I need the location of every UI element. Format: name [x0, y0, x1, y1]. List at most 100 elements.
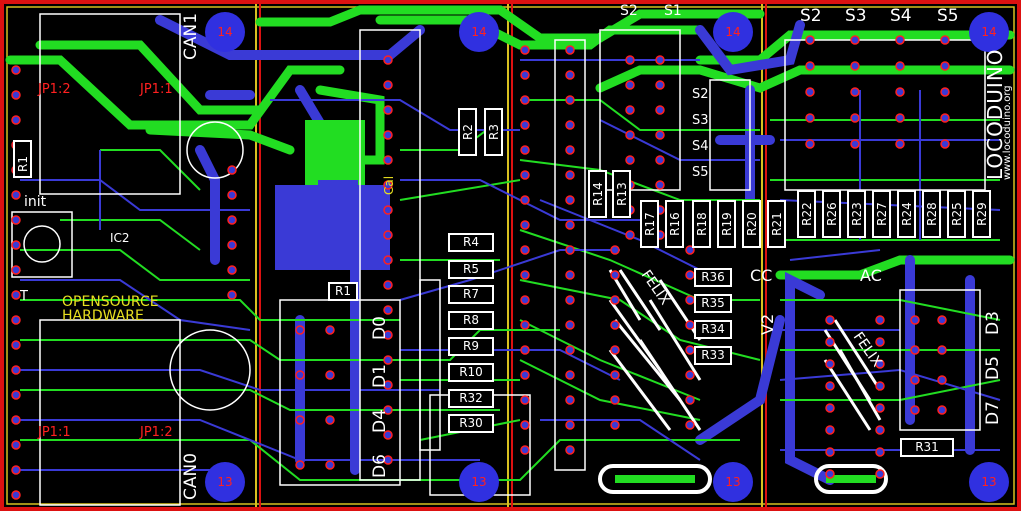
pad — [383, 355, 393, 365]
pad — [11, 465, 21, 475]
pad — [383, 80, 393, 90]
pad — [805, 61, 815, 71]
pad — [895, 113, 905, 123]
pad — [685, 420, 695, 430]
sensor-label-side: S3 — [692, 113, 709, 128]
resistor-vertical: R13 — [612, 170, 631, 218]
mount-hole: 14 — [969, 12, 1009, 52]
resistor: R1 — [328, 282, 358, 301]
pad — [625, 80, 635, 90]
pad — [625, 230, 635, 240]
pad — [685, 270, 695, 280]
pad — [610, 420, 620, 430]
pad — [625, 155, 635, 165]
jumper-label: JP1:2 — [140, 425, 173, 440]
pad — [383, 455, 393, 465]
sensor-label-top: S5 — [937, 6, 959, 26]
pad — [520, 95, 530, 105]
pad — [11, 315, 21, 325]
pad — [875, 315, 885, 325]
pad — [565, 70, 575, 80]
resistor-vertical: R23 — [847, 190, 866, 238]
sensor-label-top: S3 — [845, 6, 867, 26]
pad — [655, 80, 665, 90]
resistor: R9 — [448, 337, 494, 356]
pad — [655, 155, 665, 165]
resistor: R35 — [694, 294, 732, 313]
pad — [850, 87, 860, 97]
pad — [11, 215, 21, 225]
pad — [383, 405, 393, 415]
d1-label: D1 — [370, 364, 390, 388]
resistor-vertical: R24 — [897, 190, 916, 238]
pad — [655, 55, 665, 65]
resistor-vertical: R29 — [972, 190, 991, 238]
pad — [565, 170, 575, 180]
pad — [565, 445, 575, 455]
pad — [325, 460, 335, 470]
pad — [11, 65, 21, 75]
resistor: R33 — [694, 346, 732, 365]
cc-label: CC — [750, 266, 773, 285]
sensor-label-top: S4 — [890, 6, 912, 26]
pad — [227, 165, 237, 175]
sensor-label-side: S4 — [692, 139, 709, 154]
pad — [11, 90, 21, 100]
pad — [227, 190, 237, 200]
pad — [940, 113, 950, 123]
pad — [565, 95, 575, 105]
pad — [383, 430, 393, 440]
pad — [565, 195, 575, 205]
pad — [227, 215, 237, 225]
pad — [383, 330, 393, 340]
resistor: R34 — [694, 320, 732, 339]
pad — [520, 120, 530, 130]
pad — [875, 469, 885, 479]
pad — [520, 345, 530, 355]
pad — [825, 469, 835, 479]
pad — [383, 305, 393, 315]
mount-hole: 14 — [205, 12, 245, 52]
pad — [227, 240, 237, 250]
resistor: R30 — [448, 414, 494, 433]
pad — [850, 35, 860, 45]
resistor-vertical: R1 — [13, 140, 32, 178]
resistor: R4 — [448, 233, 494, 252]
resistor-vertical: R16 — [665, 200, 684, 248]
d3-label: D3 — [983, 311, 1003, 335]
pad — [895, 35, 905, 45]
pad — [685, 320, 695, 330]
pad — [383, 380, 393, 390]
pad — [850, 113, 860, 123]
pad — [625, 130, 635, 140]
pad — [11, 340, 21, 350]
pad — [11, 390, 21, 400]
pad — [805, 35, 815, 45]
pad — [875, 403, 885, 413]
pad — [805, 113, 815, 123]
pad — [610, 320, 620, 330]
pad — [295, 460, 305, 470]
pad — [565, 245, 575, 255]
pad — [875, 447, 885, 457]
pad — [940, 139, 950, 149]
silk-outlines — [11, 13, 986, 506]
pad — [295, 325, 305, 335]
pad — [383, 55, 393, 65]
resistor-vertical: R17 — [640, 200, 659, 248]
pad — [325, 415, 335, 425]
pad — [520, 395, 530, 405]
pad — [565, 45, 575, 55]
pad — [383, 230, 393, 240]
pad — [565, 345, 575, 355]
pad — [910, 315, 920, 325]
pad — [910, 345, 920, 355]
pad — [655, 180, 665, 190]
pad — [610, 395, 620, 405]
resistor-vertical: R28 — [922, 190, 941, 238]
pad — [805, 139, 815, 149]
pad — [685, 295, 695, 305]
pad — [850, 61, 860, 71]
jumper-label: JP1:1 — [140, 82, 173, 97]
